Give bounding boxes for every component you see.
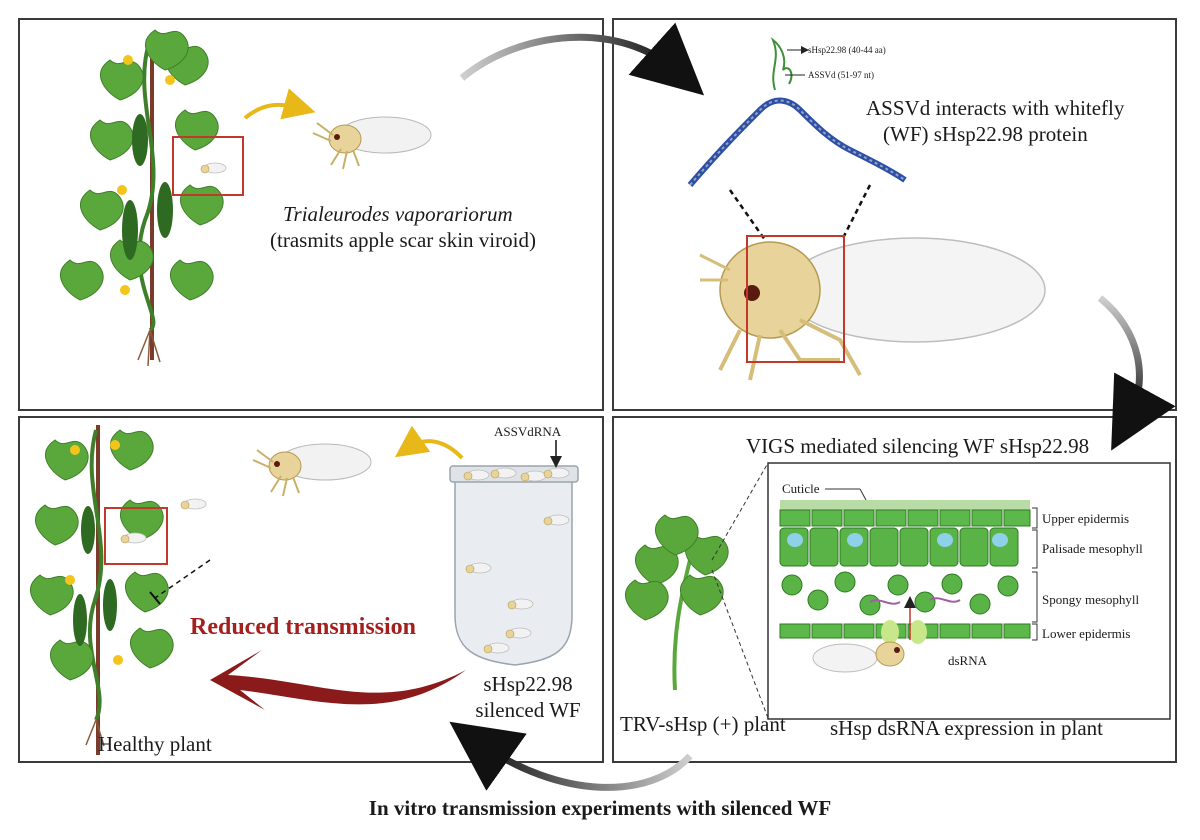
flow-arrow-1 [459, 22, 705, 96]
flow-arrow-2 [1097, 295, 1176, 451]
plant-label: TRV-sHsp (+) plant [620, 712, 786, 736]
transmission-tube [449, 440, 579, 666]
silenced-wf-label-2: silenced WF [475, 698, 581, 722]
big-red-arrow [210, 650, 466, 710]
whitefly-closeup [699, 235, 1046, 381]
inhibition-line [154, 559, 211, 599]
tomato-plant [625, 514, 729, 691]
interaction-title-2: (WF) sHsp22.98 protein [883, 122, 1088, 146]
rna-protein-structure [687, 37, 907, 187]
leaf-tissue [779, 500, 1031, 644]
bottom-title: In vitro transmission experiments with s… [368, 796, 832, 820]
healthy-cucumber-plant [30, 425, 174, 755]
species-note: (trasmits apple scar skin viroid) [270, 228, 536, 252]
layer-upper-epidermis: Upper epidermis [1042, 511, 1130, 526]
dsrna-label: dsRNA [948, 653, 988, 668]
reduced-transmission-label: Reduced transmission [190, 614, 417, 640]
layer-brackets [825, 488, 1038, 641]
layer-spongy: Spongy mesophyll [1042, 592, 1140, 607]
healthy-plant-label: Healthy plant [98, 732, 212, 756]
rna-label: ASSVd (51-97 nt) [808, 70, 875, 80]
yellow-arrow-2 [394, 425, 464, 460]
cuticle-label: Cuticle [782, 481, 820, 496]
whitefly-adult [312, 116, 432, 170]
yellow-arrow [243, 88, 316, 120]
assvd-rna-label: ASSVdRNA [494, 424, 562, 439]
layer-palisade: Palisade mesophyll [1042, 541, 1143, 556]
silenced-wf-label-1: sHsp22.98 [483, 672, 573, 696]
species-name: Trialeurodes vaporariorum [283, 202, 513, 226]
layer-lower-epidermis: Lower epidermis [1042, 626, 1131, 641]
panel-protein-interaction [612, 18, 1177, 411]
vigs-title: VIGS mediated silencing WF sHsp22.98 [746, 434, 1090, 458]
interaction-title-1: ASSVd interacts with whitefly [866, 96, 1125, 120]
protein-label: sHsp22.98 (40-44 aa) [808, 45, 886, 55]
whitefly-feeding [812, 641, 905, 673]
whitefly-silenced [252, 443, 372, 497]
flow-arrow-3 [449, 721, 693, 791]
expression-label: sHsp dsRNA expression in plant [830, 716, 1103, 740]
cucumber-plant [60, 29, 244, 367]
